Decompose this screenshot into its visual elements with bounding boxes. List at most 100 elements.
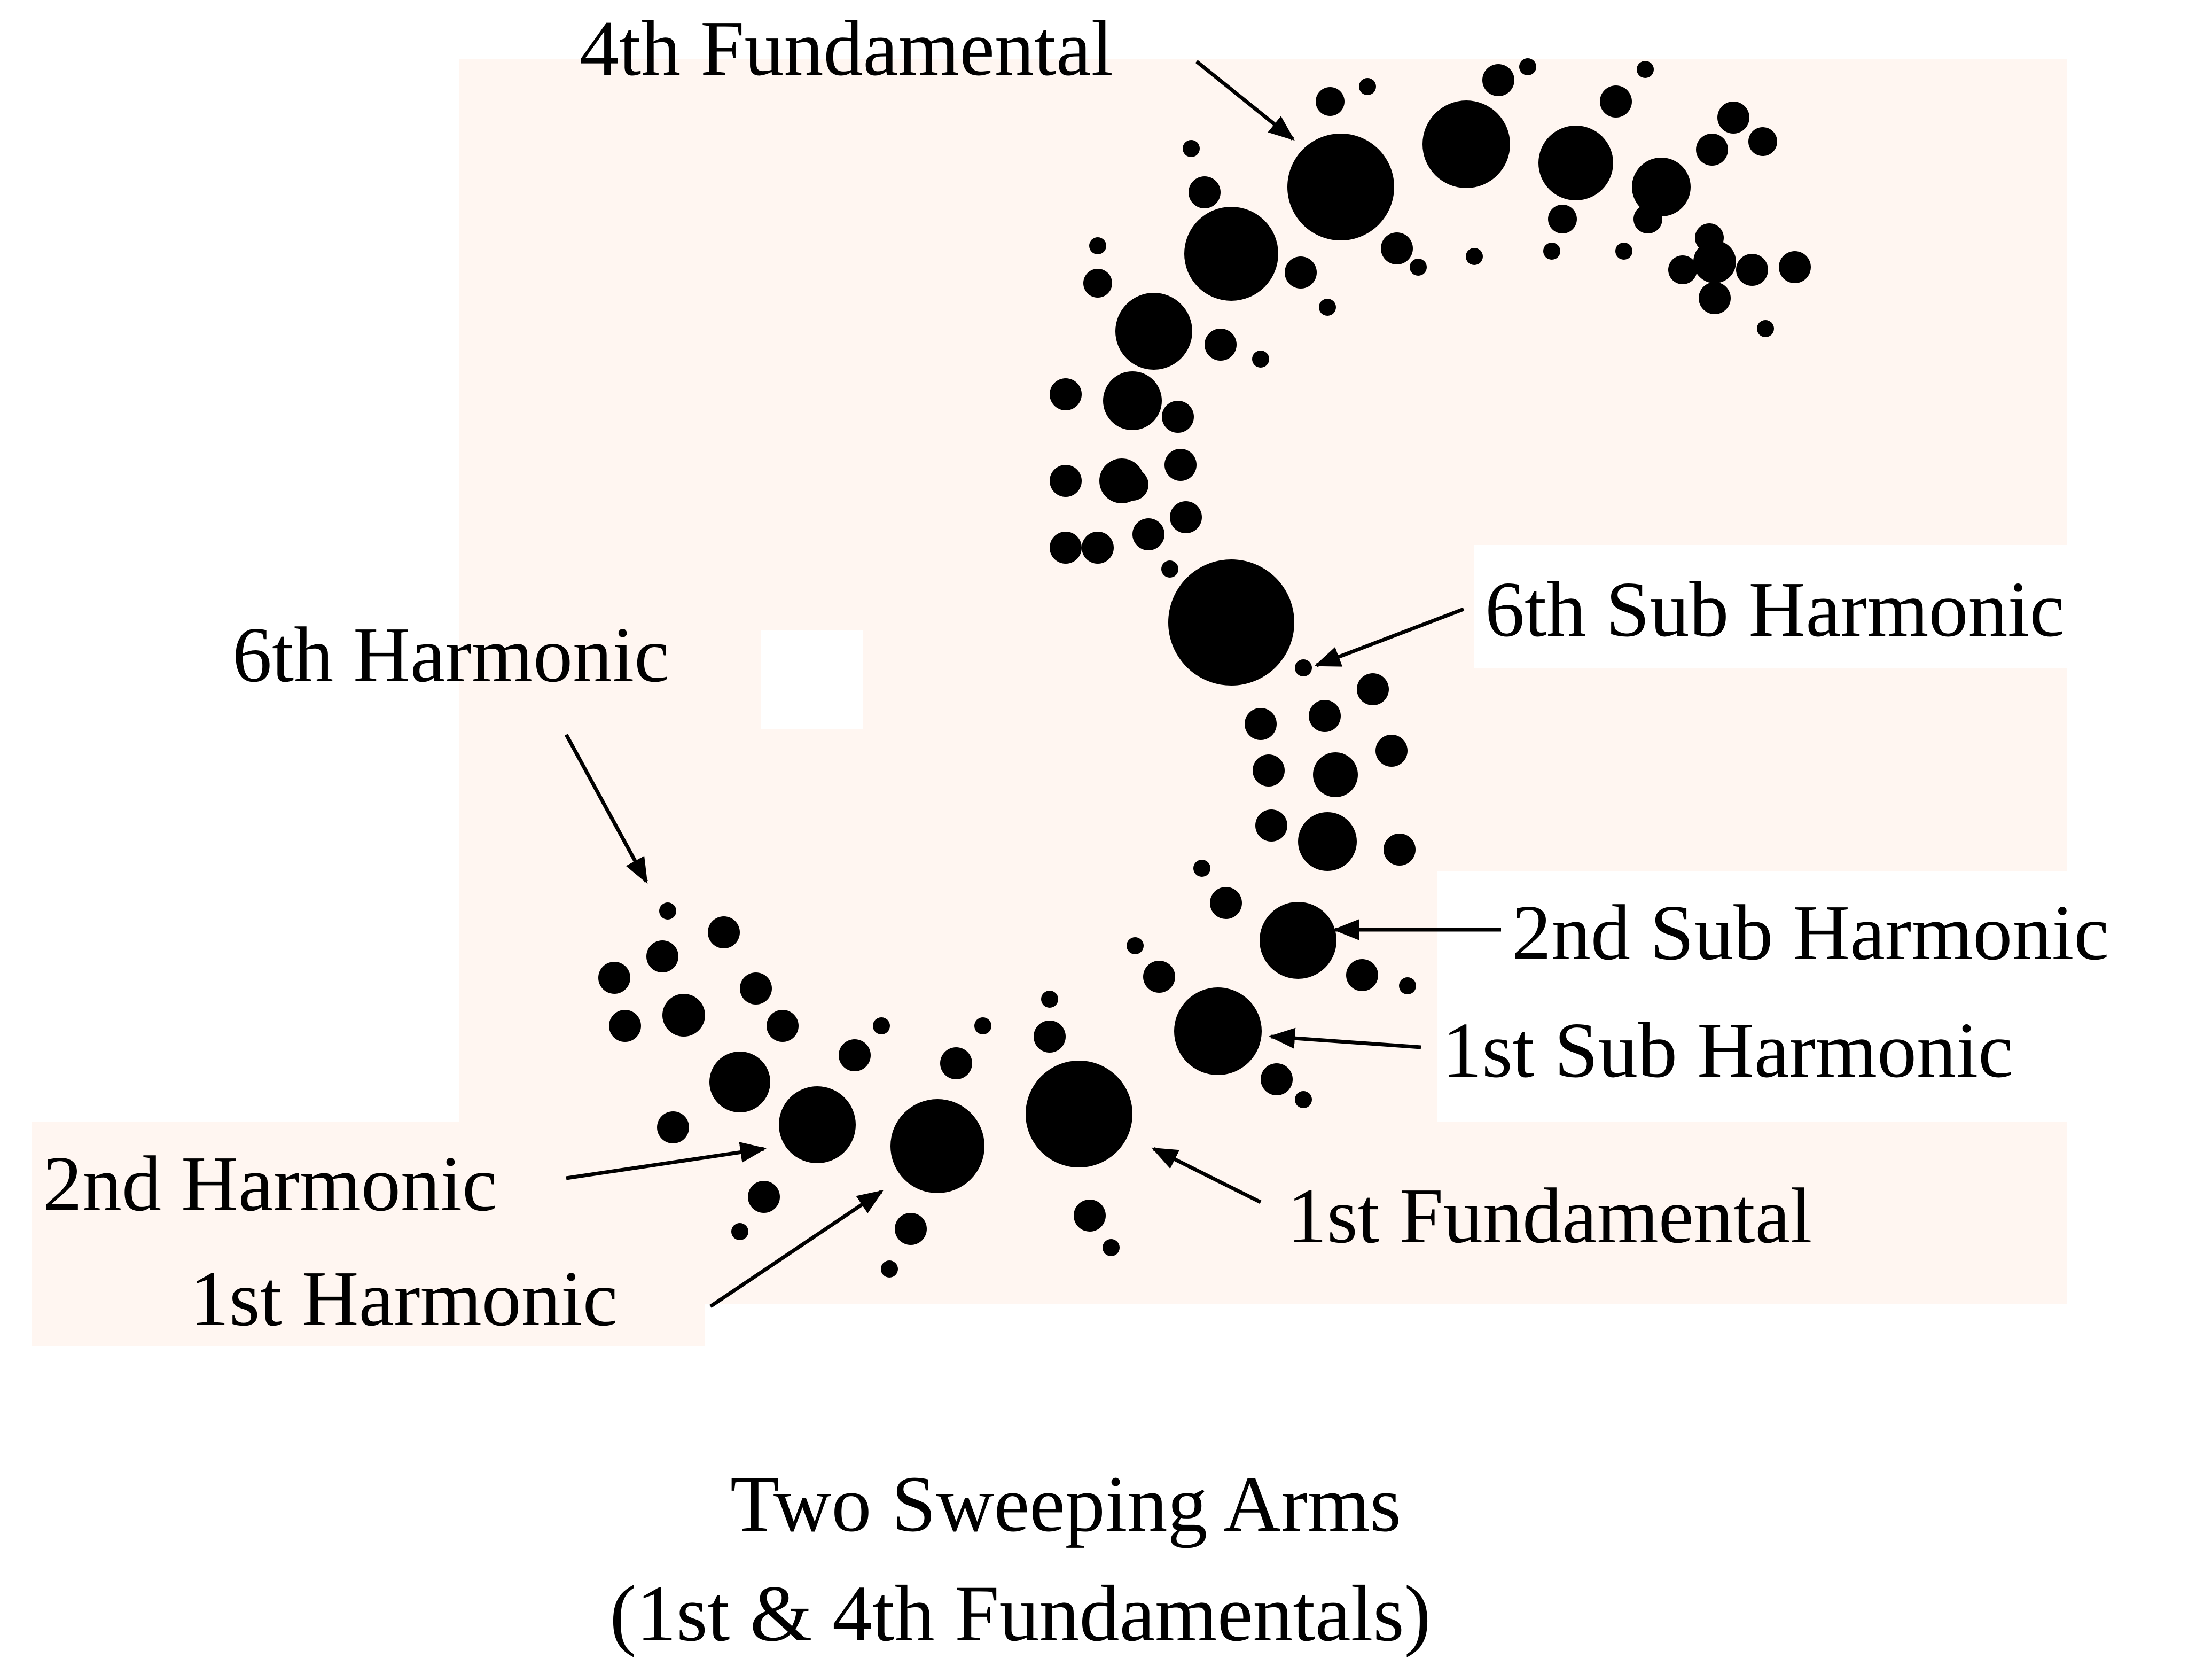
dot (1717, 102, 1749, 134)
arrows (564, 60, 1501, 1308)
dot (895, 1213, 927, 1245)
dot-pattern (598, 58, 1811, 1278)
dot (1162, 401, 1194, 433)
dot (731, 1223, 748, 1240)
dot (1132, 518, 1164, 550)
dot (1543, 243, 1560, 260)
dot (1089, 237, 1106, 254)
dot (1115, 293, 1192, 370)
dot (1255, 809, 1287, 842)
dot (1779, 251, 1811, 283)
dot (1346, 959, 1378, 991)
dot (1170, 501, 1202, 533)
dot (1205, 329, 1237, 361)
dot (1253, 754, 1285, 787)
dot (1699, 282, 1731, 314)
dot (598, 962, 630, 994)
dot (1041, 991, 1058, 1008)
label-1st-harmonic: 1st Harmonic (190, 1255, 618, 1343)
dot (659, 902, 676, 920)
dot (1316, 87, 1345, 116)
dot (1548, 205, 1577, 233)
dot (1183, 140, 1200, 157)
dot (1050, 532, 1082, 564)
dot (1127, 937, 1144, 954)
dot (1245, 708, 1277, 740)
arrow-1st-sub-harmonic (1269, 1027, 1421, 1049)
label-block-left (32, 1122, 705, 1346)
dot (1359, 78, 1376, 95)
dot (1696, 134, 1728, 166)
dot (1161, 560, 1178, 578)
dot (1632, 158, 1691, 216)
dot (1519, 58, 1536, 75)
dot (1295, 659, 1312, 676)
label-2nd-harmonic: 2nd Harmonic (43, 1140, 497, 1228)
dot (1736, 254, 1768, 286)
arrow-1st-harmonic (709, 1190, 884, 1308)
dot (1168, 559, 1294, 686)
dot (1034, 1021, 1066, 1053)
dot (1074, 1200, 1106, 1232)
dot (1295, 1091, 1312, 1108)
arrow-6th-harmonic (564, 734, 648, 884)
arrow-4th-fundamental (1195, 60, 1295, 141)
dot (1357, 673, 1389, 705)
dot (974, 1017, 991, 1034)
dot (1466, 248, 1483, 265)
label-4th-fundamental: 4th Fundamental (580, 5, 1113, 92)
dot (709, 1052, 770, 1112)
dot (662, 994, 705, 1037)
dot (1422, 100, 1510, 188)
label-block-right (1437, 871, 2201, 1122)
dot (740, 972, 772, 1005)
arrow-6th-sub-harmonic (1314, 607, 1465, 667)
label-6th-harmonic: 6th Harmonic (232, 611, 669, 699)
dot (1410, 259, 1427, 276)
dot (1637, 61, 1654, 78)
dot (657, 1111, 689, 1143)
dot (1399, 977, 1416, 994)
label-block-sub (1474, 545, 2185, 668)
dot (940, 1047, 972, 1079)
dot (881, 1260, 898, 1278)
label-2nd-sub-harmonic: 2nd Sub Harmonic (1512, 889, 2109, 977)
dot (839, 1039, 871, 1071)
dot (1143, 961, 1175, 993)
label-1st-fundamental: 1st Fundamental (1287, 1172, 1812, 1260)
dot (1260, 902, 1336, 979)
dot (708, 916, 740, 948)
dot (1538, 126, 1613, 200)
dot (1210, 887, 1242, 919)
dot (1193, 860, 1210, 877)
label-1st-sub-harmonic: 1st Sub Harmonic (1442, 1007, 2013, 1094)
dot (1026, 1061, 1132, 1167)
label-6th-sub-harmonic: 6th Sub Harmonic (1485, 566, 2065, 653)
dot (1748, 127, 1777, 156)
dot (1287, 134, 1394, 240)
dot (1309, 700, 1341, 732)
dot (1381, 232, 1413, 264)
dot (779, 1086, 856, 1163)
caption-line-2: (1st & 4th Fundamentals) (609, 1569, 1431, 1658)
dot (748, 1181, 780, 1213)
dot (1184, 207, 1278, 301)
dot (1482, 64, 1514, 96)
dot (1252, 351, 1269, 368)
dot (767, 1010, 799, 1042)
dot (1050, 378, 1082, 410)
dot (1285, 256, 1317, 289)
dot (1375, 735, 1408, 767)
dot (1099, 458, 1144, 503)
panel-gap (761, 630, 863, 729)
dot (1615, 243, 1632, 260)
dot (1083, 269, 1112, 298)
dot (1164, 449, 1197, 481)
dot (1633, 205, 1662, 233)
dot (890, 1099, 984, 1193)
dot (1757, 320, 1774, 337)
dot (1600, 85, 1632, 118)
dot (1298, 812, 1357, 871)
arrow-2nd-harmonic (566, 1142, 767, 1180)
dot (646, 940, 678, 972)
